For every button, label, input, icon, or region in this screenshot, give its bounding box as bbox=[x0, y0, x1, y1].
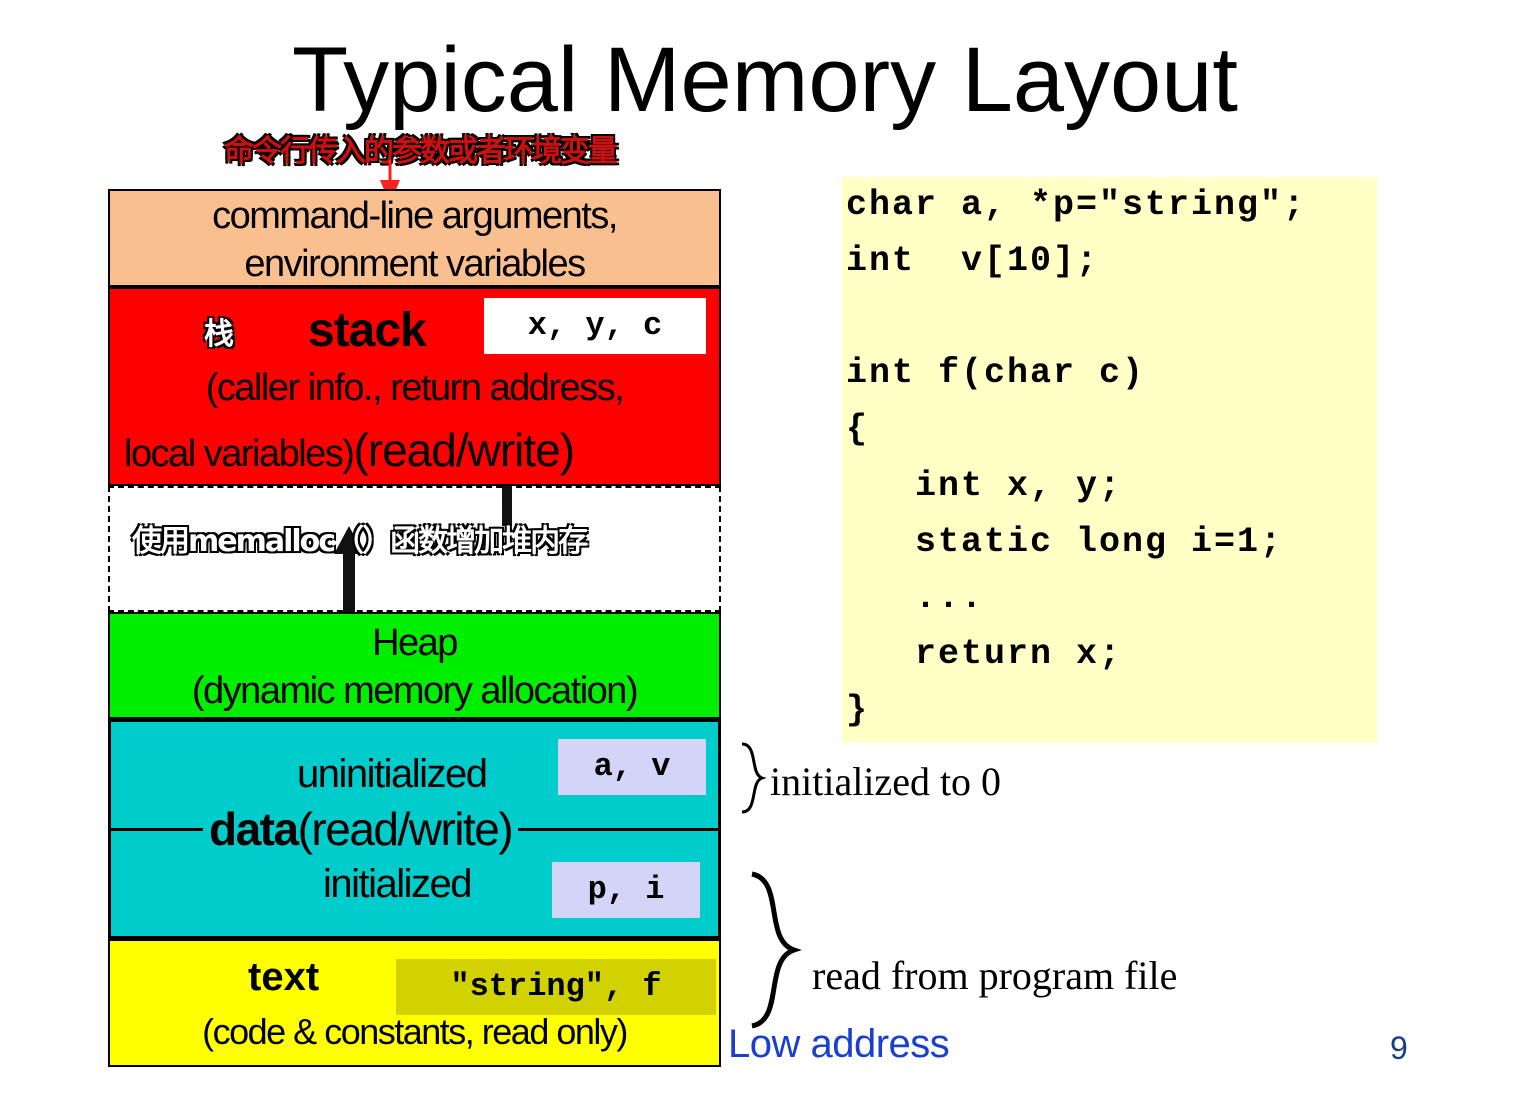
data-segment: uninitialized a, v data(read/write) init… bbox=[108, 719, 721, 939]
code-line: int v[10]; bbox=[846, 241, 1100, 281]
text-subtitle: (code & constants, read only) bbox=[202, 1011, 628, 1052]
page-number: 9 bbox=[1390, 1030, 1408, 1066]
stack-vars: x, y, c bbox=[484, 298, 706, 354]
code-line: int f(char c) bbox=[846, 353, 1146, 393]
stack-line3-local: local variables) bbox=[124, 433, 355, 475]
stack-line3: local variables)(read/write) bbox=[124, 423, 575, 477]
args-line2: environment variables bbox=[244, 243, 586, 285]
read-from-file-label: read from program file bbox=[812, 953, 1178, 998]
code-panel: char a, *p="string"; int v[10]; int f(ch… bbox=[842, 177, 1377, 743]
data-uninit-label: uninitialized bbox=[297, 752, 488, 796]
data-title: data(read/write) bbox=[203, 802, 519, 856]
free-space-segment bbox=[108, 486, 721, 612]
data-uninit-vars: a, v bbox=[558, 739, 706, 795]
heap-title: Heap bbox=[372, 622, 458, 664]
data-init-label: initialized bbox=[323, 862, 473, 906]
growth-arrows bbox=[334, 486, 512, 612]
code-line: ... bbox=[846, 578, 985, 618]
code-line: } bbox=[846, 690, 870, 730]
text-segment: text "string", f (code & constants, read… bbox=[108, 939, 721, 1067]
code-line: { bbox=[846, 409, 870, 449]
text-title: text bbox=[248, 955, 320, 999]
code-line: static long i=1; bbox=[846, 522, 1284, 562]
stack-title: stack bbox=[308, 304, 427, 357]
heap-subtitle: (dynamic memory allocation) bbox=[191, 670, 639, 712]
stack-annotation: 栈 bbox=[204, 317, 234, 352]
stack-segment: 栈 stack x, y, c (caller info., return ad… bbox=[108, 287, 721, 486]
stack-line2: (caller info., return address, bbox=[205, 367, 625, 409]
stack-line3-rw: (read/write) bbox=[353, 424, 575, 476]
text-vars: "string", f bbox=[396, 959, 716, 1015]
data-init-vars: p, i bbox=[552, 862, 700, 918]
heap-grow-annotation: 使用memalloc（）函数增加堆内存 bbox=[132, 524, 588, 559]
code-line: int x, y; bbox=[846, 466, 1123, 506]
data-title-rest: (read/write) bbox=[297, 803, 514, 855]
heap-segment: Heap (dynamic memory allocation) bbox=[108, 612, 721, 719]
args-annotation: 命令行传入的参数或者环境变量 bbox=[224, 134, 618, 169]
large-brace-icon bbox=[751, 871, 802, 1029]
args-line1: command-line arguments, bbox=[212, 195, 618, 237]
low-address-label: Low address bbox=[728, 1022, 950, 1066]
slide-title: Typical Memory Layout bbox=[292, 29, 1238, 131]
small-brace-icon bbox=[741, 742, 767, 814]
init-zero-label: initialized to 0 bbox=[770, 759, 1002, 804]
data-title-bold: data bbox=[209, 803, 299, 855]
args-segment: command-line arguments, environment vari… bbox=[108, 189, 721, 287]
code-line: char a, *p="string"; bbox=[846, 185, 1307, 225]
code-line: return x; bbox=[846, 634, 1123, 674]
